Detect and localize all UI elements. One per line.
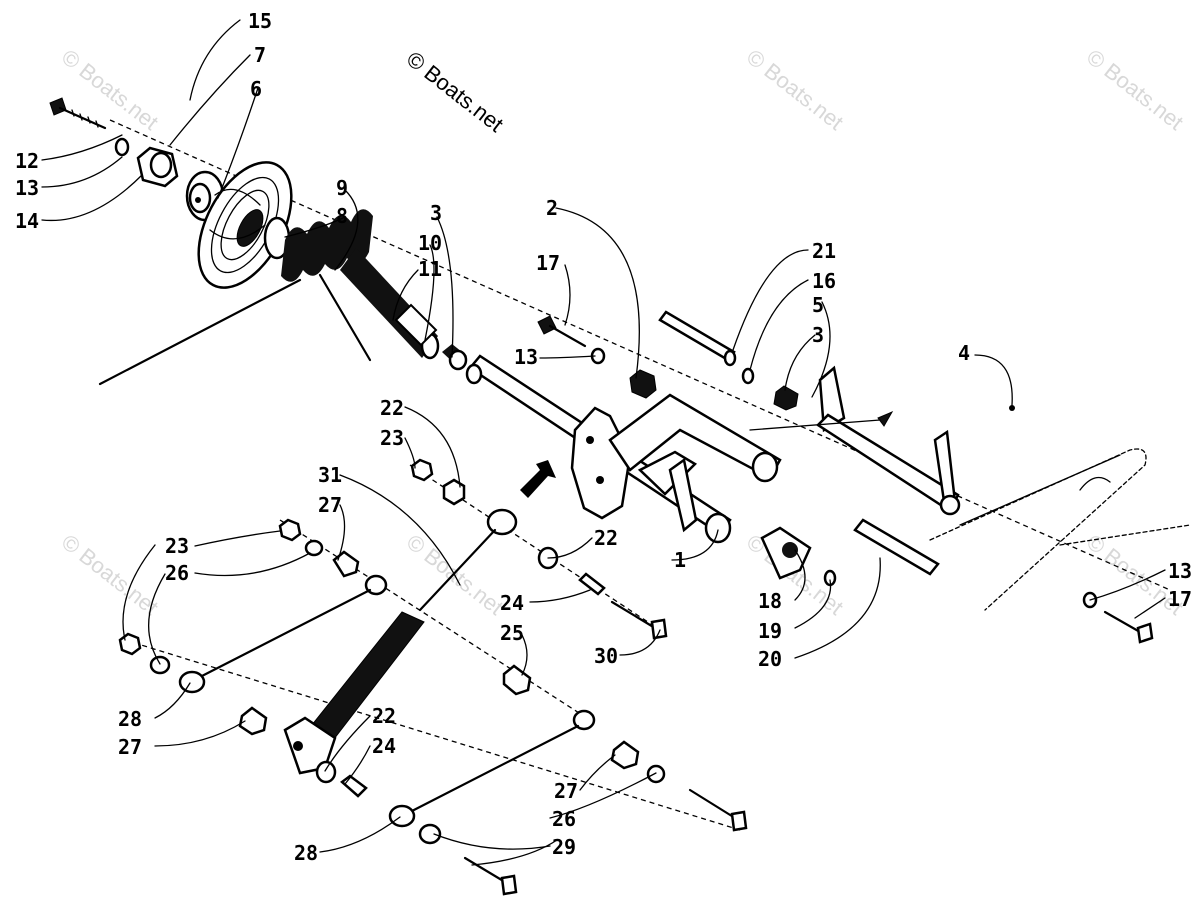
- callout-8: 8: [336, 204, 348, 228]
- callout-26: 26: [165, 561, 189, 585]
- bushing-3: [442, 344, 468, 371]
- watermark: © Boats.net: [57, 529, 163, 620]
- shock-absorber-31: [283, 508, 518, 775]
- bolt-29: [463, 856, 518, 896]
- arm-28-lower: [388, 709, 596, 828]
- bolt-17: [1103, 610, 1154, 644]
- bolt-30: [610, 600, 668, 640]
- plate-18: [760, 526, 812, 580]
- callout-13: 13: [514, 345, 538, 369]
- bracket-5: [749, 365, 961, 516]
- callout-14: 14: [15, 209, 39, 233]
- callout-9: 9: [336, 176, 348, 200]
- bushing-3: [773, 385, 799, 411]
- callout-1: 1: [674, 548, 686, 572]
- callout-16: 16: [812, 269, 836, 293]
- callout-17: 17: [536, 251, 560, 275]
- spacer-25: [502, 664, 532, 696]
- callout-24: 24: [500, 591, 524, 615]
- leader-lines: [41, 19, 1166, 866]
- spring-9: [98, 209, 373, 386]
- upper-assembly: [49, 97, 1191, 644]
- callout-5: 5: [812, 293, 824, 317]
- washer-16: [741, 367, 755, 385]
- callout-27: 27: [318, 493, 342, 517]
- callout-28: 28: [118, 707, 142, 731]
- sleeve-24: [340, 774, 368, 798]
- callout-21: 21: [812, 239, 836, 263]
- washer-22: [315, 760, 337, 784]
- callout-11: 11: [418, 257, 442, 281]
- callout-7: 7: [254, 43, 266, 67]
- watermark: © Boats.net: [1082, 44, 1188, 135]
- frame-2: [570, 393, 782, 533]
- callout-6: 6: [250, 77, 262, 101]
- bolt-17: [537, 315, 587, 348]
- callout-23: 23: [380, 426, 404, 450]
- callout-25: 25: [500, 621, 524, 645]
- callout-17: 17: [1168, 587, 1192, 611]
- pulley-wheel-6: [197, 161, 293, 289]
- bolt-29: [688, 788, 748, 832]
- nut-2: [629, 369, 657, 399]
- callout-19: 19: [758, 619, 782, 643]
- watermarks: © Boats.net © Boats.net © Boats.net © Bo…: [57, 44, 1188, 620]
- callout-10: 10: [418, 231, 442, 255]
- washer-13: [114, 137, 130, 157]
- callout-20: 20: [758, 647, 782, 671]
- callout-12: 12: [15, 149, 39, 173]
- sleeve-24: [578, 572, 606, 596]
- arm-28-upper: [178, 574, 388, 694]
- rod-20: [853, 518, 940, 576]
- pin-21: [658, 310, 737, 367]
- callout-22: 22: [380, 396, 404, 420]
- callout-3: 3: [430, 201, 442, 225]
- callout-2: 2: [546, 196, 558, 220]
- nut-23: [118, 632, 142, 656]
- callout-29: 29: [552, 835, 576, 859]
- copyright-watermark: © Boats.net: [402, 46, 508, 137]
- callout-13: 13: [1168, 559, 1192, 583]
- watermark: © Boats.net: [742, 44, 848, 135]
- bushing-27: [332, 550, 360, 578]
- bushing-27: [610, 740, 640, 770]
- washer-26: [646, 764, 666, 784]
- callout-3: 3: [812, 323, 824, 347]
- callout-23: 23: [165, 534, 189, 558]
- callout-28: 28: [294, 841, 318, 865]
- washer-26: [418, 823, 442, 845]
- washer-26: [304, 539, 324, 557]
- callout-22: 22: [594, 526, 618, 550]
- bolt-12: [49, 97, 107, 130]
- direction-arrow: [520, 460, 556, 498]
- callout-30: 30: [594, 644, 618, 668]
- callout-4: 4: [958, 341, 970, 365]
- callout-15: 15: [248, 9, 272, 33]
- watermark: © Boats.net: [57, 44, 163, 135]
- callout-22: 22: [372, 704, 396, 728]
- callout-labels: 15 7 6 12 13 14 9 8 3 10 11 2 17 13 21 1…: [15, 9, 1192, 865]
- pin-4: [1009, 405, 1015, 411]
- nut-14: [136, 146, 179, 188]
- callout-27: 27: [554, 779, 578, 803]
- lower-assembly: [118, 458, 748, 896]
- callout-18: 18: [758, 589, 782, 613]
- nut-23: [410, 458, 434, 482]
- callout-26: 26: [552, 807, 576, 831]
- bushing-22: [442, 478, 466, 506]
- slide-rail: [929, 448, 1191, 611]
- callout-27: 27: [118, 735, 142, 759]
- callout-24: 24: [372, 734, 396, 758]
- callout-31: 31: [318, 463, 342, 487]
- bushing-27: [238, 706, 268, 736]
- callout-13: 13: [15, 176, 39, 200]
- washer-26: [149, 655, 171, 675]
- nut-23: [278, 518, 302, 542]
